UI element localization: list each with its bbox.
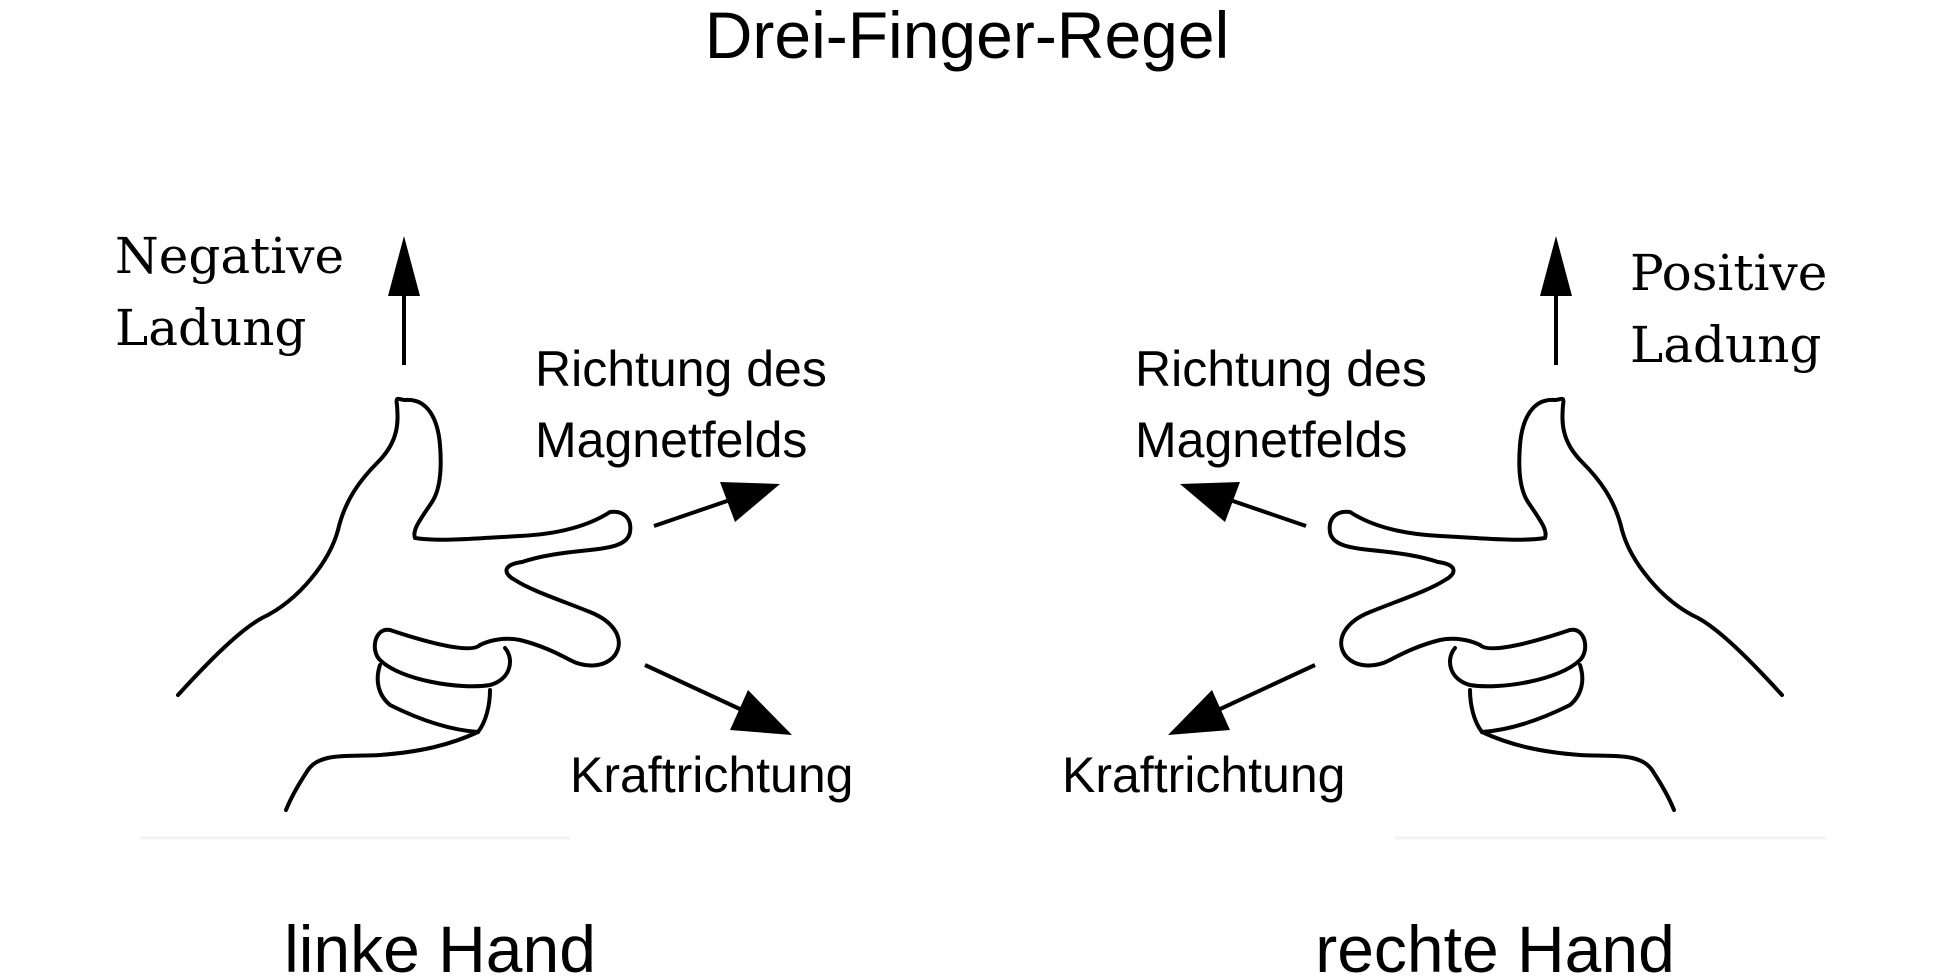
right-hand-group: Positive Ladung Richtung des Magnetfelds… [1062, 236, 1827, 980]
right-force-arrow-shaft [1217, 663, 1316, 712]
left-thumb-outline [176, 396, 633, 697]
right-field-label-line1: Richtung des [1135, 341, 1427, 397]
diagram-title: Drei-Finger-Regel [705, 0, 1230, 72]
left-hand-group: Negative Ladung Richtung des Magnetfelds… [115, 227, 853, 980]
left-wrist-outline [284, 730, 480, 812]
right-charge-arrow-head [1540, 236, 1572, 296]
left-force-arrow-head [730, 690, 792, 735]
left-field-label-line1: Richtung des [535, 341, 827, 397]
right-hand-drawing [1327, 396, 1784, 812]
left-charge-arrow-head [388, 236, 420, 296]
left-field-arrow-shaft [653, 498, 731, 528]
left-hand-caption: linke Hand [284, 912, 596, 980]
right-force-arrow-head [1168, 690, 1230, 735]
left-force-arrow-shaft [644, 663, 743, 712]
right-field-arrow-head [1180, 482, 1240, 522]
right-index-finger-outline [1339, 560, 1482, 668]
left-charge-label-line1: Negative [115, 227, 344, 285]
left-charge-label-line2: Ladung [115, 299, 306, 357]
right-field-arrow-shaft [1229, 498, 1307, 528]
right-curled-finger-1 [1448, 627, 1588, 689]
left-field-arrow-head [720, 482, 780, 522]
left-force-label: Kraftrichtung [570, 747, 853, 803]
right-wrist-outline [1480, 730, 1676, 812]
left-index-finger-outline [478, 560, 621, 668]
left-hand-drawing [176, 396, 633, 812]
right-curled-finger-3 [1468, 688, 1484, 734]
left-curled-finger-1 [372, 627, 512, 689]
right-charge-label-line2: Ladung [1630, 316, 1821, 374]
left-curled-finger-2 [375, 663, 480, 734]
right-force-label: Kraftrichtung [1062, 747, 1345, 803]
left-curled-finger-3 [476, 688, 492, 734]
right-charge-label-line1: Positive [1630, 244, 1827, 302]
right-field-label-line2: Magnetfelds [1135, 412, 1407, 468]
right-hand-caption: rechte Hand [1315, 912, 1675, 980]
left-field-label-line2: Magnetfelds [535, 412, 807, 468]
right-thumb-outline [1327, 396, 1784, 697]
right-curled-finger-2 [1480, 663, 1585, 734]
